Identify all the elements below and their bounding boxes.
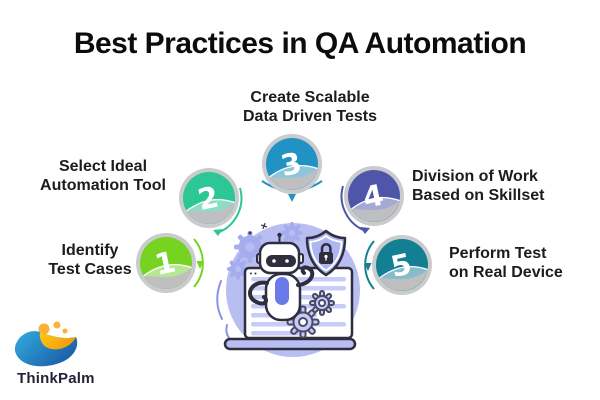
brand-name: ThinkPalm <box>17 370 95 387</box>
arrowhead-icon <box>360 227 370 234</box>
step-label-line: Select Ideal <box>58 158 148 175</box>
step-label-line: on Real Device <box>449 264 563 281</box>
swoosh-arc <box>364 240 375 290</box>
thinkpalm-logo <box>14 321 78 367</box>
sparkle-icon <box>248 231 252 235</box>
step-badge-5: 5 <box>364 235 432 295</box>
speed-line <box>225 324 230 339</box>
step-label-line: Based on Skillset <box>412 187 545 204</box>
gear-icon <box>286 305 320 339</box>
step-badge-1: 1 <box>136 233 204 293</box>
robot-visor <box>266 255 296 267</box>
robot-icon <box>248 232 315 322</box>
robot-tie <box>275 277 289 305</box>
swoosh-arc <box>340 185 367 232</box>
step-label-line: Data Driven Tests <box>243 108 377 125</box>
step-badge-2: 2 <box>179 168 243 236</box>
robot-arm-left <box>248 280 269 306</box>
speed-line <box>216 280 223 320</box>
step-label-3: Create Scalable Data Driven Tests <box>215 88 405 126</box>
step-label-line: Identify <box>61 242 119 259</box>
step-label-1: Identify Test Cases <box>20 241 160 279</box>
gear-icon <box>227 258 249 280</box>
step-label-line: Create Scalable <box>250 89 370 106</box>
logo-dot <box>53 321 61 329</box>
swoosh-arc <box>216 187 243 234</box>
step-label-4: Division of Work Based on Skillset <box>412 167 582 205</box>
shield-lock-icon <box>305 229 347 277</box>
gear-icon <box>234 231 266 263</box>
laptop-base <box>223 337 357 351</box>
step-label-line: Automation Tool <box>40 177 166 194</box>
swoosh-arc <box>193 238 204 288</box>
step-badge-4: 4 <box>340 166 404 234</box>
arrowhead-icon <box>213 229 223 236</box>
step-label-line: Test Cases <box>48 261 132 278</box>
step-label-2: Select Ideal Automation Tool <box>18 157 188 195</box>
arrowhead-icon <box>196 261 204 269</box>
step-label-line: Division of Work <box>412 168 538 185</box>
logo-palm <box>39 332 76 350</box>
sparkle-icon <box>260 222 268 230</box>
step-label-5: Perform Test on Real Device <box>449 244 599 282</box>
qa-robot-illustration <box>216 222 360 357</box>
gear-icon <box>309 290 335 316</box>
robot-arm-right <box>296 265 315 287</box>
step-badge-3: 3 <box>261 134 323 202</box>
arrowhead-icon <box>288 194 296 202</box>
logo-dot <box>38 323 50 335</box>
robot-antenna <box>277 232 282 238</box>
gear-icon <box>281 222 303 244</box>
arrowhead-icon <box>364 263 372 271</box>
page-title: Best Practices in QA Automation <box>73 27 527 60</box>
step-label-line: Perform Test <box>449 245 547 262</box>
logo-dot <box>62 328 68 334</box>
